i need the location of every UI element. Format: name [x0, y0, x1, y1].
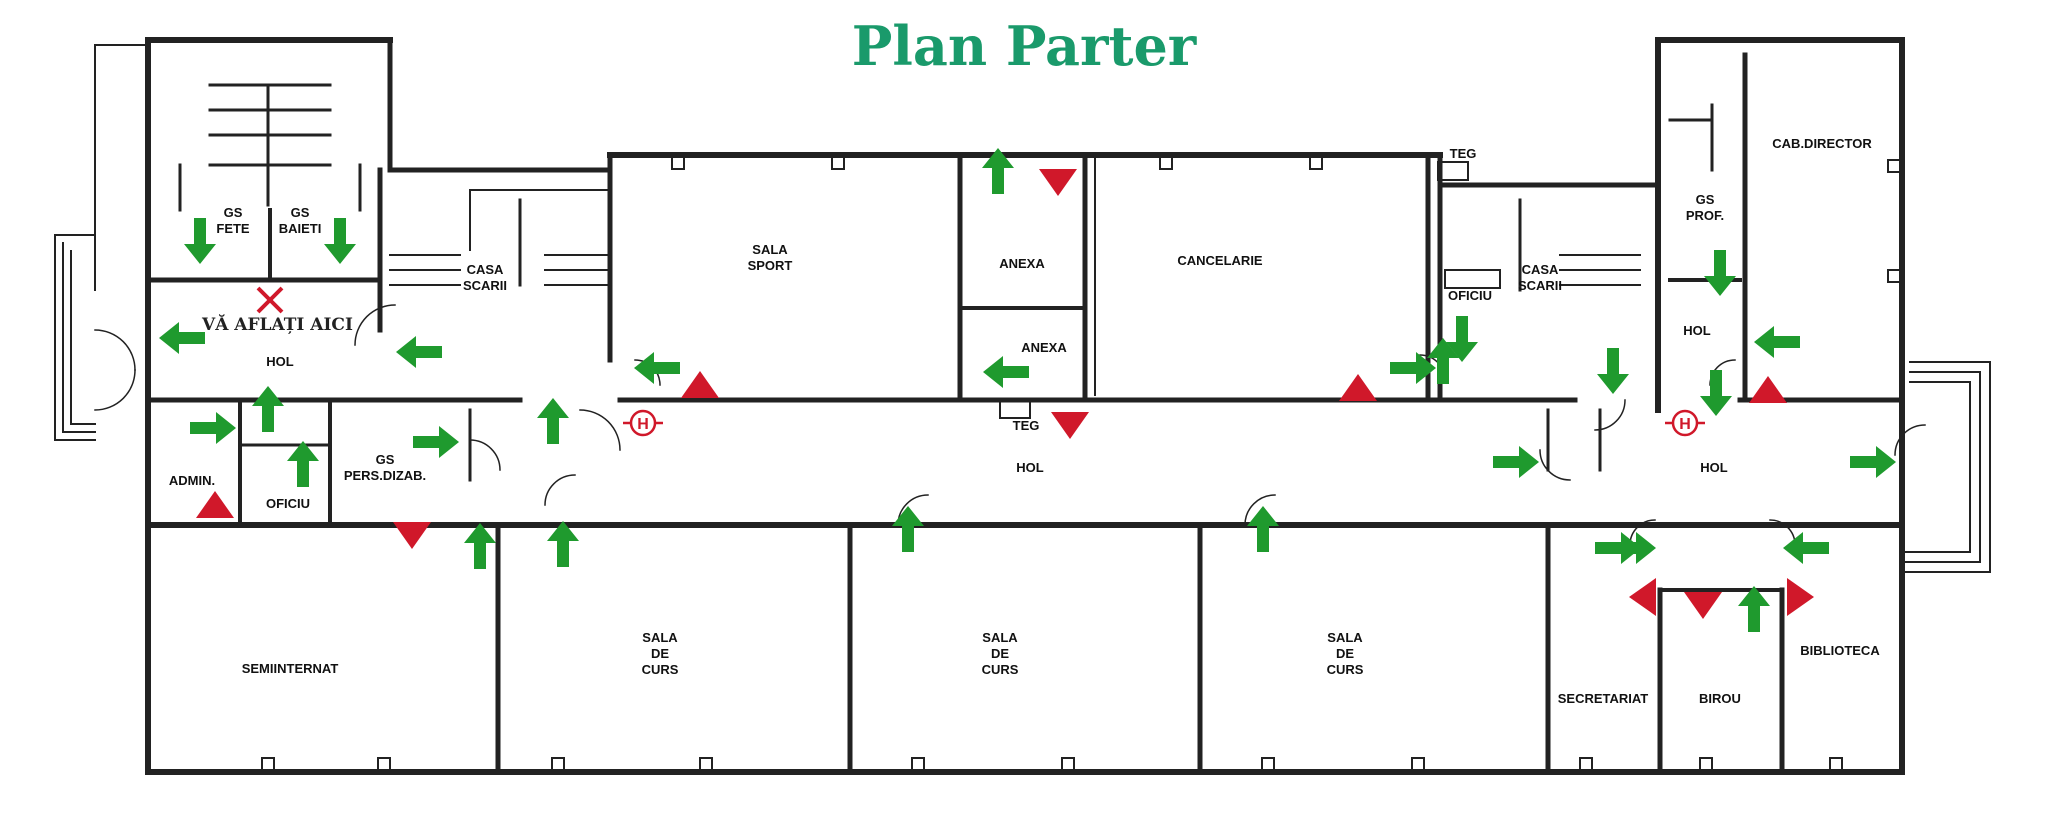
room-anexa-bottom: ANEXA [1021, 340, 1067, 355]
warning-triangle-icon [1339, 374, 1377, 401]
exit-arrow-icon [537, 398, 569, 444]
walls [54, 37, 1991, 775]
exit-arrow-icon [982, 148, 1014, 194]
exit-arrow-icon [983, 356, 1029, 388]
room-hol-small: HOL [1683, 323, 1711, 338]
warning-triangle-icon [681, 371, 719, 398]
exit-arrow-icon [1390, 352, 1436, 384]
warning-triangle-icon [1684, 592, 1722, 619]
room-biblioteca: BIBLIOTECA [1800, 643, 1880, 658]
exit-arrow-icon [1783, 532, 1829, 564]
label-teg-top: TEG [1450, 146, 1477, 161]
room-hol-right: HOL [1700, 460, 1728, 475]
exit-arrow-icon [1754, 326, 1800, 358]
room-hol-left: HOL [266, 354, 294, 369]
room-hol-center: HOL [1016, 460, 1044, 475]
warning-triangle-icon [1629, 578, 1656, 616]
exit-arrow-icon [413, 426, 459, 458]
exit-arrow-icon [324, 218, 356, 264]
warning-triangle-icon [196, 491, 234, 518]
exit-arrow-icon [159, 322, 205, 354]
exit-arrow-icon [252, 386, 284, 432]
exit-arrow-icon [547, 521, 579, 567]
warning-triangle-icon [393, 522, 431, 549]
exit-arrow-icon [1850, 446, 1896, 478]
hydrant-icon: H [1665, 409, 1705, 437]
room-admin: ADMIN. [169, 473, 215, 488]
exit-arrow-icon [892, 506, 924, 552]
warning-triangle-icon [1749, 376, 1787, 403]
room-oficiu-right: OFICIU [1448, 288, 1492, 303]
exit-arrow-icon [1493, 446, 1539, 478]
exit-arrow-icon [464, 523, 496, 569]
exit-arrow-icon [184, 218, 216, 264]
exit-arrow-icon [1700, 370, 1732, 416]
room-birou: BIROU [1699, 691, 1741, 706]
exit-arrow-icon [634, 352, 680, 384]
hydrant-symbol: H [1679, 416, 1691, 433]
exit-arrow-icon [1704, 250, 1736, 296]
exit-arrow-icon [1610, 532, 1656, 564]
room-cab-director: CAB.DIRECTOR [1772, 136, 1872, 151]
exit-arrow-icon [396, 336, 442, 368]
you-are-here-marker [256, 286, 284, 314]
exit-arrow-icon [190, 412, 236, 444]
exit-arrow-icon [1427, 338, 1459, 384]
room-secretariat: SECRETARIAT [1558, 691, 1649, 706]
you-are-here-label: VĂ AFLAȚI AICI [201, 314, 353, 335]
exit-arrow-icon [287, 441, 319, 487]
room-cancelarie: CANCELARIE [1177, 253, 1263, 268]
exit-arrow-icon [1446, 316, 1478, 362]
exit-arrow-icon [1738, 586, 1770, 632]
exit-arrow-icon [1247, 506, 1279, 552]
room-oficiu-left: OFICIU [266, 496, 310, 511]
plan-title: Plan Parter [851, 14, 1197, 78]
hydrant-icon: H [623, 409, 663, 437]
label-teg-bottom: TEG [1013, 418, 1040, 433]
exit-arrow-icon [1597, 348, 1629, 394]
room-anexa-top: ANEXA [999, 256, 1045, 271]
warning-triangle-icon [1051, 412, 1089, 439]
hydrant-symbol: H [637, 416, 649, 433]
warning-triangle-icon [1787, 578, 1814, 616]
warning-triangle-icon [1039, 169, 1077, 196]
room-semiinternat: SEMIINTERNAT [242, 661, 339, 676]
